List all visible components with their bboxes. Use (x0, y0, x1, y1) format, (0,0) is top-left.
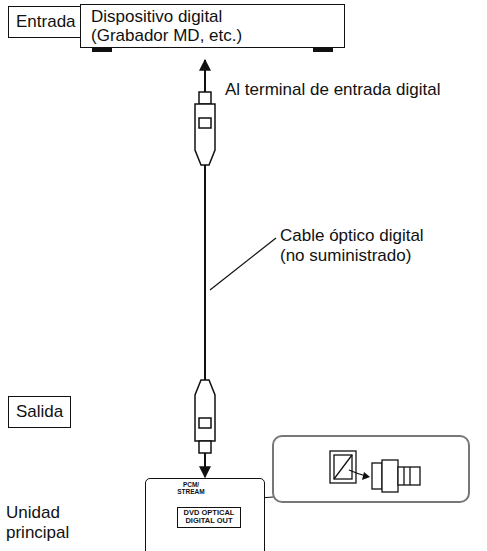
inset-frame (273, 436, 469, 502)
node-text: Salida (16, 402, 63, 422)
node-text: Entrada (16, 12, 76, 32)
output-label-box: DVD OPTICAL DIGITAL OUT (177, 507, 241, 528)
node-text: DVD OPTICAL DIGITAL OUT (181, 509, 237, 526)
device-box: Dispositivo digital (Grabador MD, etc.) (80, 4, 345, 48)
direction-tag: Entrada (8, 6, 84, 38)
removal-arrow (349, 470, 370, 480)
unit-panel: PCM/ STREAM DVD OPTICAL DIGITAL OUT (145, 478, 265, 551)
direction-tag: Salida (8, 396, 71, 428)
socket-detail (330, 451, 356, 483)
cable-callout: Cable óptico digital (no suministrado) (280, 226, 445, 265)
protective-cap (372, 460, 420, 492)
node-text: PCM/ STREAM (176, 482, 206, 496)
leader-line (210, 238, 276, 290)
optical-plug (195, 92, 215, 165)
optical-plug (195, 380, 215, 453)
terminal-note: Al terminal de entrada digital (225, 80, 480, 100)
node-text: Dispositivo digital (Grabador MD, etc.) (91, 7, 263, 45)
unit-name: Unidad principal (6, 503, 88, 542)
